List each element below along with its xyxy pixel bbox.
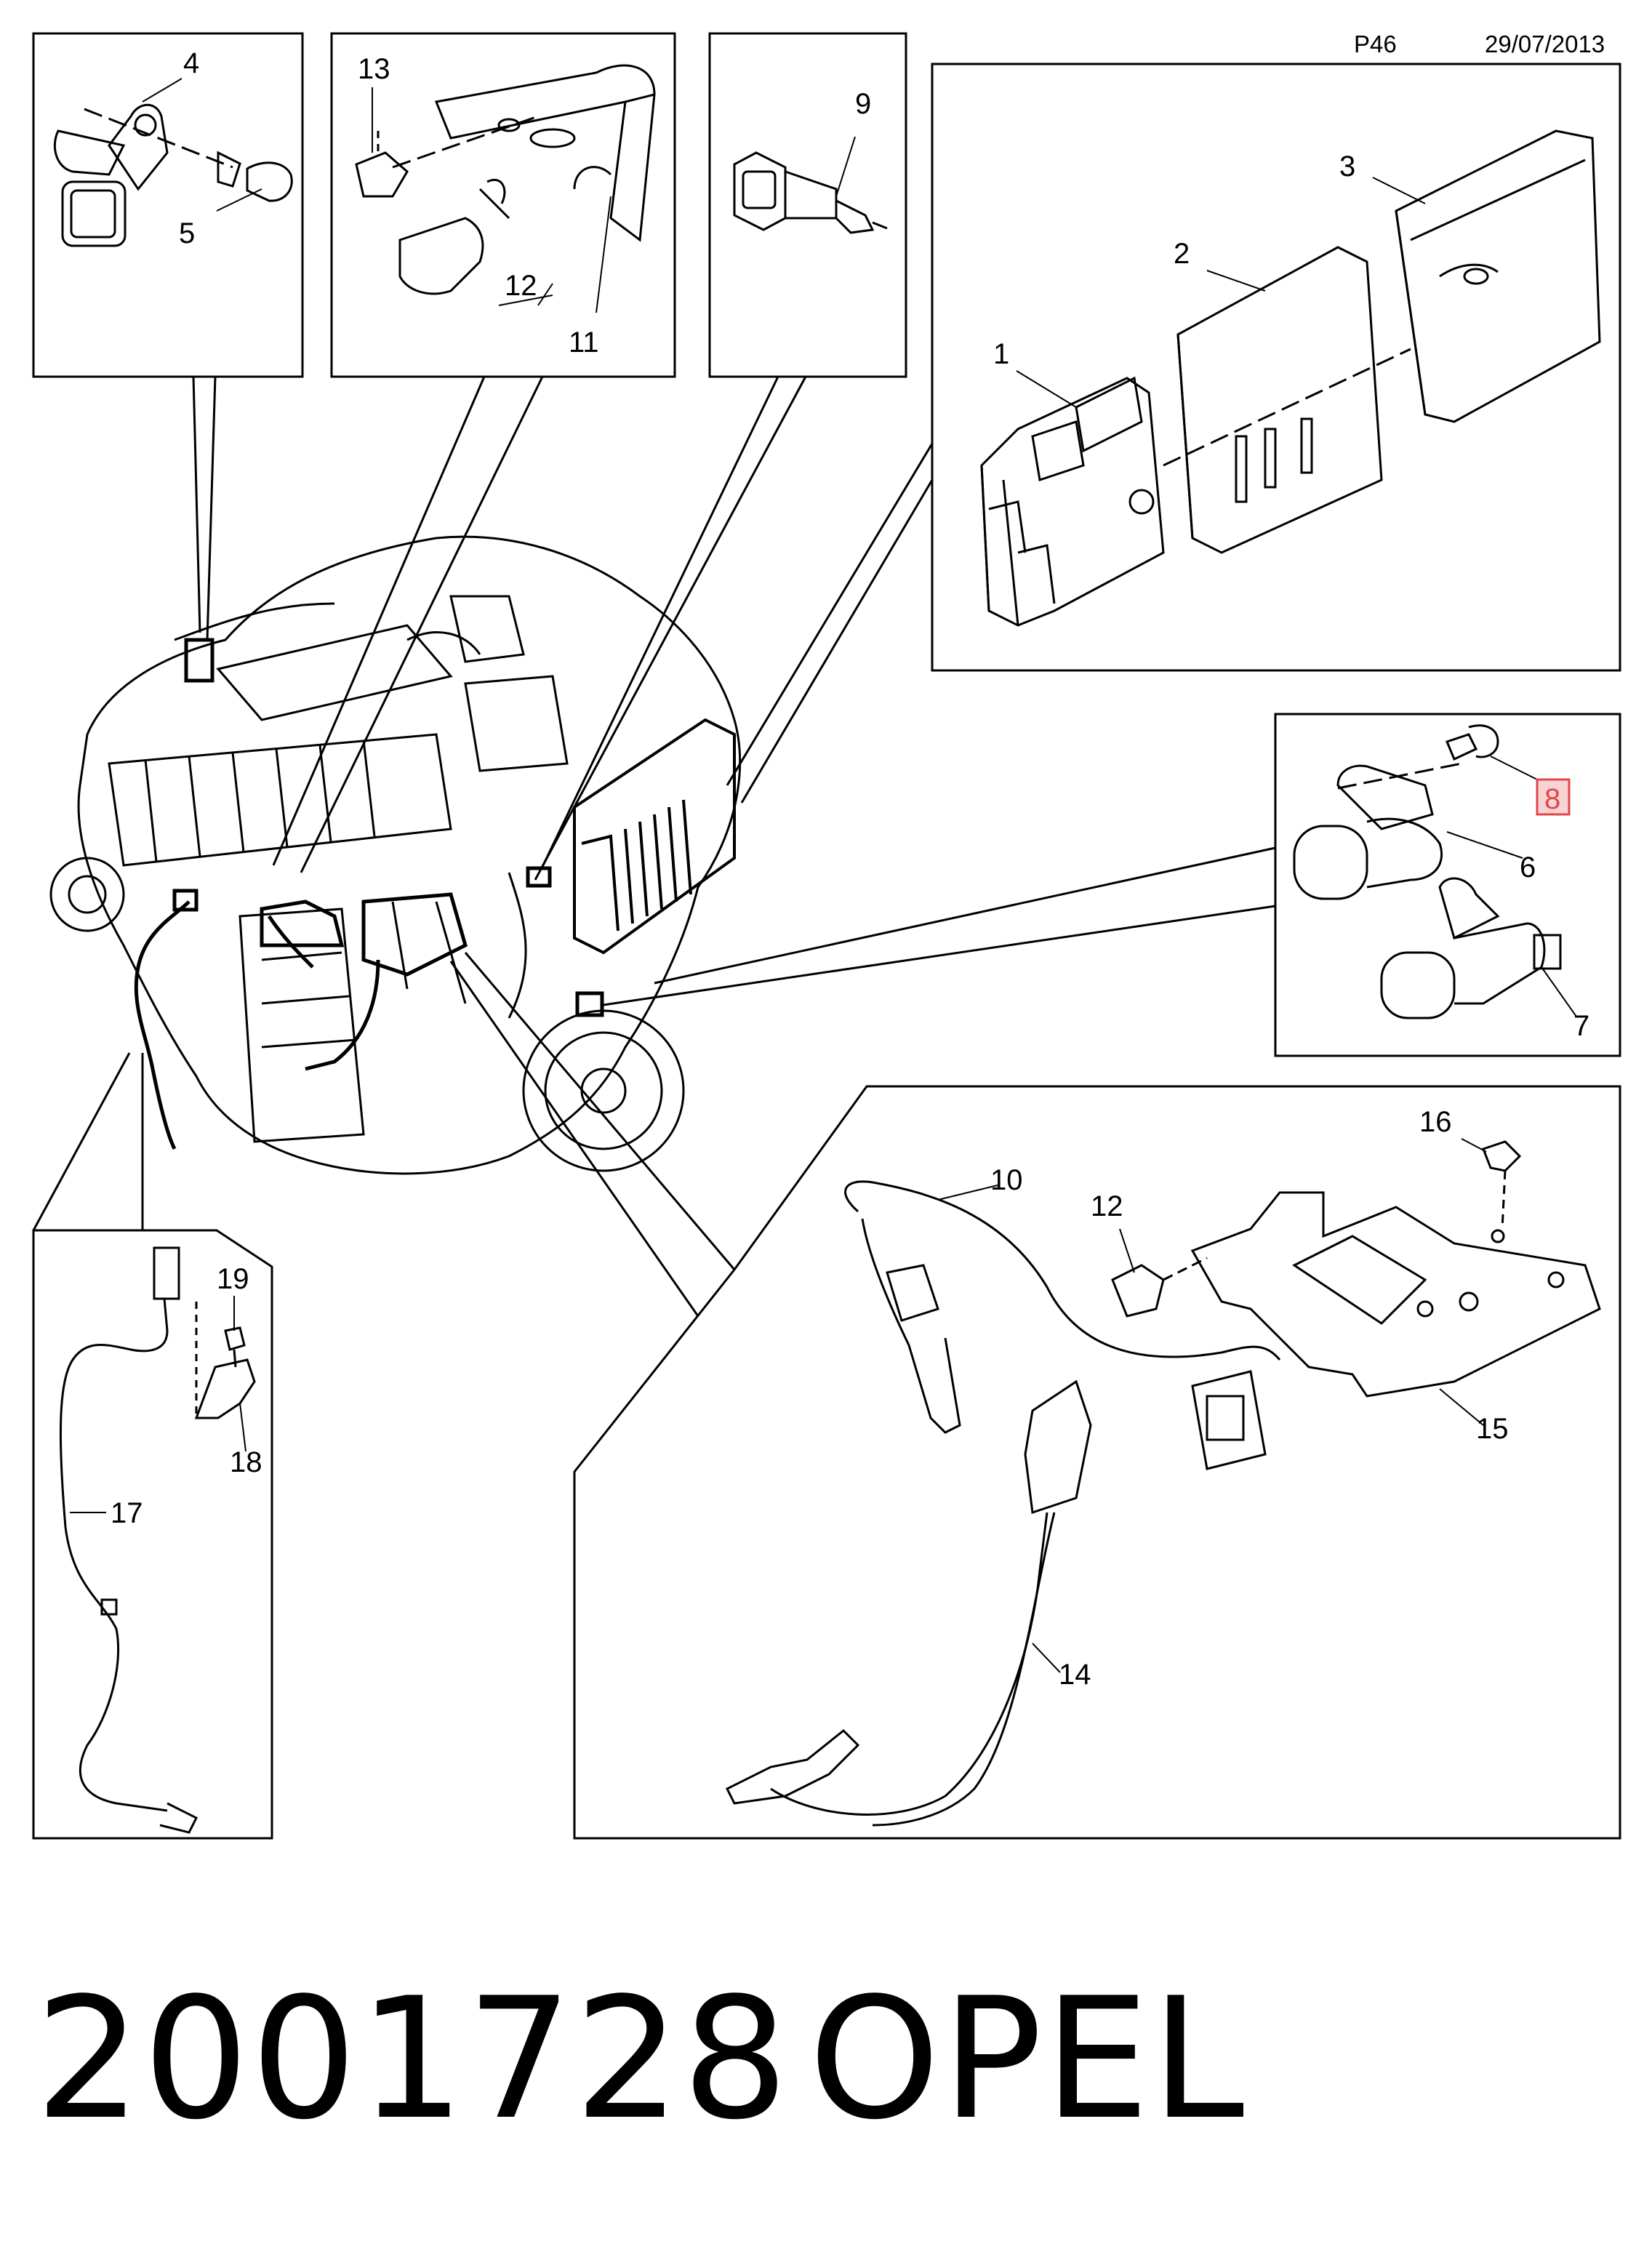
- page-code: P46: [1354, 31, 1397, 57]
- engine-harness: [134, 638, 604, 1150]
- callout-16: 16: [1419, 1106, 1452, 1138]
- callout-8: 8: [1544, 783, 1560, 815]
- callout-10: 10: [990, 1164, 1023, 1196]
- callout-19: 19: [217, 1263, 249, 1295]
- callout-1: 1: [993, 338, 1009, 370]
- engine-block: [49, 535, 742, 1175]
- part-oxygen-sensor-10: [844, 1180, 1281, 1470]
- callout-3: 3: [1339, 151, 1355, 183]
- callout-11: 11: [569, 326, 599, 358]
- panel-bracket: [330, 32, 676, 378]
- highlight-box-8: [1536, 778, 1571, 816]
- callout-5: 5: [179, 217, 195, 249]
- callout-7: 7: [1573, 1010, 1589, 1042]
- part-bracket-15: [1190, 1191, 1601, 1398]
- callout-9: 9: [855, 88, 871, 120]
- part-bolt-8: [1445, 724, 1499, 761]
- panel-ecu: [931, 63, 1621, 672]
- part-screw-19: [224, 1326, 246, 1368]
- part-oxygen-sensor-14: [725, 1379, 1092, 1827]
- callout-18: 18: [230, 1446, 262, 1478]
- page-date: 29/07/2013: [1485, 31, 1605, 57]
- part-screw-16: [1482, 1140, 1522, 1243]
- part-number: 2001728: [35, 1963, 790, 2157]
- part-bolt-5: [217, 151, 293, 202]
- panel-camshaft-sensor: [32, 32, 304, 378]
- part-bracket-18: [194, 1302, 256, 1419]
- callout-13: 13: [358, 53, 390, 85]
- panel-temp-sensor: [708, 32, 907, 378]
- callout-12-bottom: 12: [1091, 1190, 1123, 1222]
- callout-12-top: 12: [505, 270, 537, 302]
- panel-exhaust-sensor: [32, 1229, 273, 1840]
- brand-name: OPEL: [809, 1963, 1246, 2157]
- part-cover-3: [1395, 129, 1601, 423]
- part-sensor-7: [1380, 877, 1562, 1019]
- callout-14: 14: [1059, 1659, 1091, 1691]
- part-clip-12: [398, 178, 510, 295]
- part-camshaft-sensor: [53, 103, 233, 247]
- part-cover-2: [1163, 246, 1411, 554]
- callout-6: 6: [1520, 851, 1536, 883]
- part-ecu-1: [980, 376, 1165, 627]
- callout-15: 15: [1476, 1413, 1509, 1445]
- part-exhaust-sensor-17: [59, 1246, 199, 1834]
- panel-crank-sensor: [1274, 713, 1621, 1057]
- part-temperature-sensor: [733, 151, 888, 234]
- ecu-on-engine: [573, 718, 736, 955]
- part-sensor-6: [1293, 762, 1462, 900]
- callout-2: 2: [1174, 238, 1190, 270]
- part-clip-12b: [1111, 1257, 1208, 1318]
- callout-4: 4: [183, 47, 199, 79]
- part-bracket-11: [434, 64, 656, 242]
- part-nut-13: [355, 115, 539, 198]
- callout-17: 17: [111, 1497, 143, 1529]
